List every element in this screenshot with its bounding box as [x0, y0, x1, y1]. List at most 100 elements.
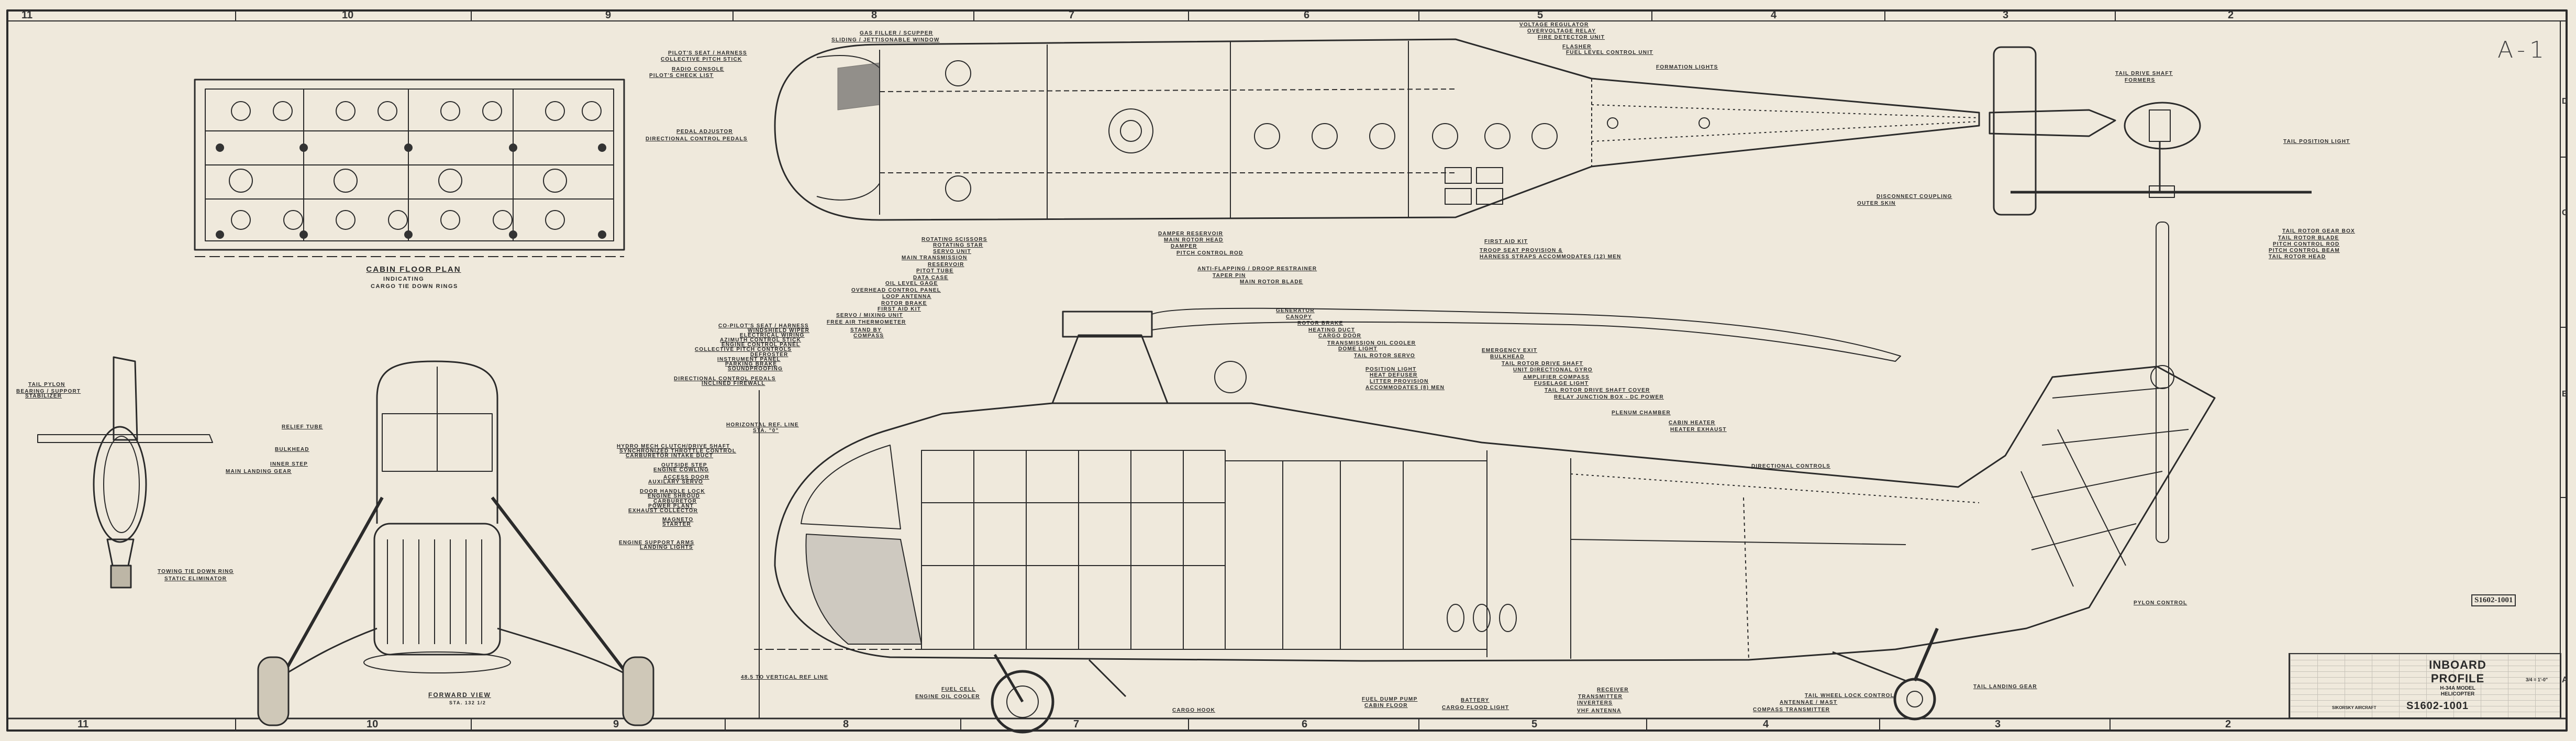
sheet-border	[6, 9, 2568, 732]
callout-fuel-dump-pump: FUEL DUMP PUMP	[1362, 696, 1418, 702]
zone-number-top: 7	[1069, 9, 1075, 21]
callout-auxilary-servo: AUXILARY SERVO	[648, 479, 703, 485]
callout-transmission-oil-cooler: TRANSMISSION OIL COOLER	[1327, 340, 1416, 346]
callout-cabin-heater: CABIN HEATER	[1669, 420, 1716, 426]
callout-co-pilot-s-seat-harness: CO-PILOT'S SEAT / HARNESS	[718, 323, 809, 329]
callout-tail-drive-shaft: TAIL DRIVE SHAFT	[2115, 71, 2173, 76]
callout-reservoir: RESERVOIR	[928, 262, 964, 268]
callout-receiver: RECEIVER	[1597, 687, 1629, 693]
drawing-model: H-34A MODEL	[2440, 685, 2475, 691]
zone-number-top: 5	[1537, 9, 1544, 21]
callout-data-case: DATA CASE	[913, 275, 949, 281]
callout-first-aid-kit: FIRST AID KIT	[1484, 239, 1528, 245]
zone-letter-right: A	[2562, 676, 2568, 684]
callout-main-transmission: MAIN TRANSMISSION	[902, 255, 968, 261]
callout-directional-control-pedals: DIRECTIONAL CONTROL PEDALS	[674, 376, 776, 382]
callout-heating-duct: HEATING DUCT	[1308, 327, 1356, 333]
callout-damper: DAMPER	[1171, 244, 1197, 249]
callout-oil-level-gage: OIL LEVEL GAGE	[885, 281, 938, 286]
callout-engine-cowling: ENGINE COWLING	[653, 467, 709, 473]
callout-48-5-to-vertical-ref-line: 48.5 TO VERTICAL REF LINE	[741, 674, 828, 680]
callout-outside-step: OUTSIDE STEP	[661, 462, 707, 468]
callout-pitot-tube: PITOT TUBE	[916, 268, 954, 274]
callout-relay-junction-box-dc-power: RELAY JUNCTION BOX - DC POWER	[1554, 394, 1664, 400]
callout-rotating-scissors: ROTATING SCISSORS	[921, 237, 987, 242]
callout-magneto: MAGNETO	[662, 517, 694, 523]
tail-view-drawing	[37, 356, 213, 589]
callout-landing-lights: LANDING LIGHTS	[640, 545, 693, 550]
callout-inverters: INVERTERS	[1577, 700, 1613, 706]
cabin-floor-plan-caption: CABIN FLOOR PLAN	[366, 265, 461, 274]
zone-number-bottom: 5	[1531, 718, 1538, 730]
callout-bulkhead: BULKHEAD	[275, 447, 309, 452]
callout-overvoltage-relay: OVERVOLTAGE RELAY	[1527, 28, 1596, 34]
callout-tail-rotor-drive-shaft-cover: TAIL ROTOR DRIVE SHAFT COVER	[1545, 388, 1650, 393]
side-view-drawing	[754, 222, 2216, 734]
callout-instrument-panel: INSTRUMENT PANEL	[717, 357, 781, 362]
zone-number-top: 8	[871, 9, 878, 21]
title-block-grid	[2290, 654, 2560, 717]
callout-unit-directional-gyro: UNIT DIRECTIONAL GYRO	[1513, 367, 1593, 373]
zone-number-bottom: 11	[77, 718, 89, 730]
title-area: INBOARD PROFILE H-34A MODEL HELICOPTER	[2408, 658, 2507, 697]
callout-damper-reservoir: DAMPER RESERVOIR	[1158, 231, 1224, 237]
callout-sta-0: STA. "0"	[753, 428, 779, 434]
callout-outer-skin: OUTER SKIN	[1857, 201, 1896, 206]
callout-first-aid-kit: FIRST AID KIT	[878, 306, 921, 312]
callout-azimuth-control-stick: AZIMUTH CONTROL STICK	[720, 337, 802, 343]
callout-hydro-mech-clutch-drive-shaft: HYDRO MECH CLUTCH/DRIVE SHAFT	[617, 444, 730, 449]
zone-number-bottom: 3	[1995, 718, 2001, 730]
callout-pilot-s-seat-harness: PILOT'S SEAT / HARNESS	[668, 50, 747, 56]
callout-tail-rotor-servo: TAIL ROTOR SERVO	[1354, 353, 1415, 359]
callout-stabilizer: STABILIZER	[25, 393, 62, 399]
callout-exhaust-collector: EXHAUST COLLECTOR	[628, 508, 698, 514]
callout-generator: GENERATOR	[1276, 308, 1315, 314]
plan-view-drawing	[774, 38, 2312, 221]
callout-rotor-brake: ROTOR BRAKE	[1297, 320, 1343, 326]
callout-carburetor-intake-duct: CARBURETOR INTAKE DUCT	[626, 453, 714, 459]
callout-engine-support-arms: ENGINE SUPPORT ARMS	[619, 540, 695, 546]
callout-servo-mixing-unit: SERVO / MIXING UNIT	[836, 313, 903, 318]
callout-pedal-adjustor: PEDAL ADJUSTOR	[676, 129, 733, 135]
callout-towing-tie-down-ring: TOWING TIE DOWN RING	[158, 569, 234, 574]
callout-tail-rotor-head: TAIL ROTOR HEAD	[2269, 254, 2326, 260]
callout-synchronized-throttle-control: SYNCHRONIZED THROTTLE CONTROL	[619, 448, 737, 454]
callout-servo-unit: SERVO UNIT	[933, 249, 971, 255]
callout-fuselage-light: FUSELAGE LIGHT	[1534, 381, 1589, 386]
callout-plenum-chamber: PLENUM CHAMBER	[1612, 410, 1671, 416]
callout-formation-lights: FORMATION LIGHTS	[1656, 64, 1718, 70]
callout-fire-detector-unit: FIRE DETECTOR UNIT	[1538, 35, 1605, 40]
callout-inclined-firewall: INCLINED FIREWALL	[702, 381, 765, 386]
callout-fuel-cell: FUEL CELL	[941, 687, 976, 692]
callout-main-landing-gear: MAIN LANDING GEAR	[226, 469, 292, 474]
callout-dome-light: DOME LIGHT	[1338, 346, 1378, 352]
callout-gas-filler-scupper: GAS FILLER / SCUPPER	[860, 30, 934, 36]
zone-number-top: 4	[1771, 9, 1777, 21]
callout-pilot-s-check-list: PILOT'S CHECK LIST	[649, 73, 714, 79]
callout-main-rotor-head: MAIN ROTOR HEAD	[1164, 237, 1224, 243]
callout-heater-exhaust: HEATER EXHAUST	[1670, 427, 1727, 433]
callout-sliding-jettisonable-window: SLIDING / JETTISONABLE WINDOW	[831, 37, 940, 43]
zone-number-top: 9	[605, 9, 612, 21]
callout-compass: COMPASS	[853, 333, 884, 339]
callout-horizontal-ref-line: HORIZONTAL REF. LINE	[726, 422, 799, 428]
side-drawing-number: S1602-1001	[2471, 594, 2516, 606]
drawing-number: S1602-1001	[2406, 700, 2469, 712]
callout-transmitter: TRANSMITTER	[1578, 694, 1623, 700]
callout-anti-flapping-droop-restrainer: ANTI-FLAPPING / DROOP RESTRAINER	[1197, 266, 1317, 272]
title-block: INBOARD PROFILE H-34A MODEL HELICOPTER S…	[2289, 653, 2561, 718]
callout-directional-controls: DIRECTIONAL CONTROLS	[1751, 463, 1831, 469]
callout-defroster: DEFROSTER	[750, 352, 789, 358]
callout-engine-oil-cooler: ENGINE OIL COOLER	[915, 694, 980, 700]
callout-bearing-support: BEARING / SUPPORT	[16, 389, 81, 394]
drawing-scale: 3/4 = 1'-0"	[2526, 677, 2548, 682]
callout-canopy: CANOPY	[1286, 314, 1312, 320]
company-name: SIKORSKY AIRCRAFT	[2332, 705, 2377, 710]
drawing-type: HELICOPTER	[2440, 691, 2475, 697]
callout-bulkhead: BULKHEAD	[1490, 354, 1525, 360]
callout-door-handle-lock: DOOR HANDLE LOCK	[640, 489, 705, 494]
callout-harness-straps-accommodates-12-men: HARNESS STRAPS ACCOMMODATES (12) MEN	[1480, 254, 1622, 260]
zone-number-bottom: 4	[1763, 718, 1769, 730]
